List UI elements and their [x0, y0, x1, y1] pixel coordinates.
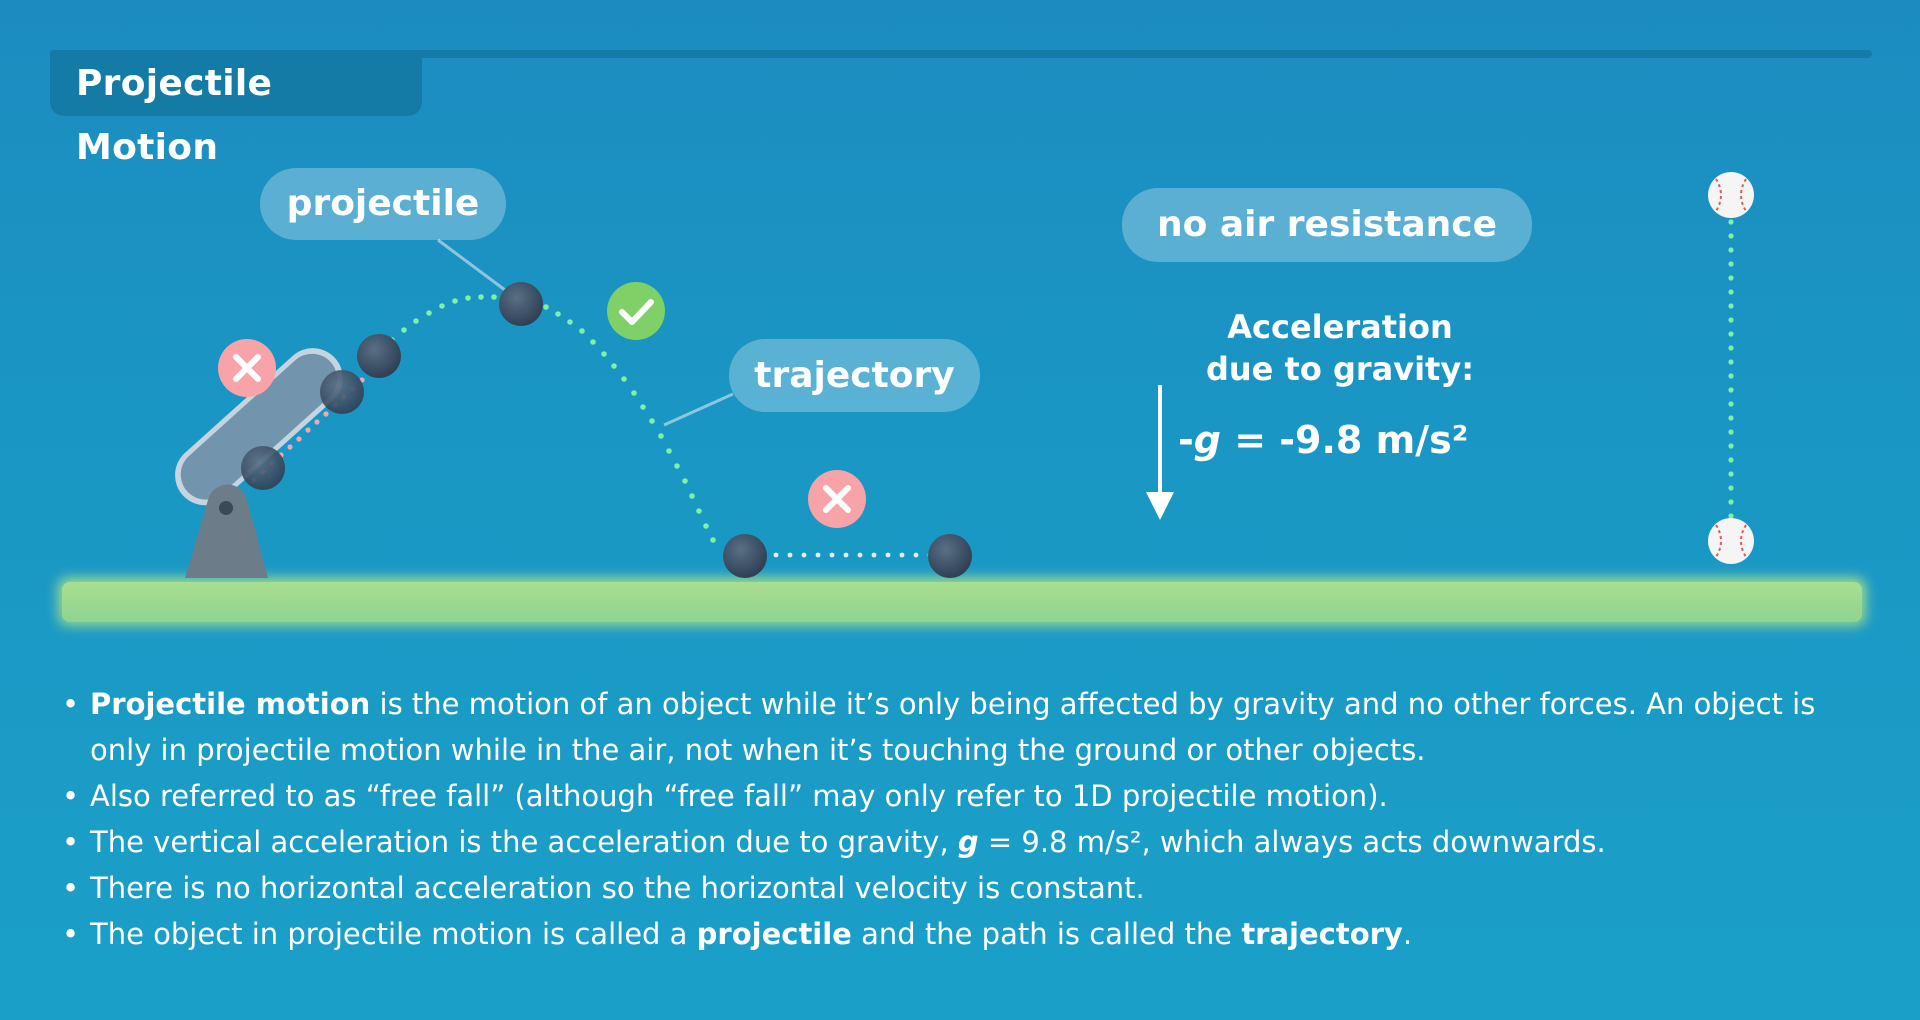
no-air-resistance-label: no air resistance [1122, 188, 1532, 262]
trajectory-path-dots [377, 294, 716, 543]
rolling-ball [928, 534, 972, 578]
note-bold: trajectory [1241, 917, 1403, 951]
cross-icon [808, 470, 866, 528]
baseball-bottom-icon [1708, 518, 1754, 564]
note-text: and the path is called the [851, 917, 1242, 951]
note-text: = 9.8 m/s², which always acts downwards. [978, 825, 1606, 859]
trajectory-label: trajectory [729, 339, 980, 412]
gravity-caption: Acceleration due to gravity: [1160, 306, 1520, 390]
gravity-value: = -9.8 m/s² [1220, 418, 1469, 462]
ball-in-cannon [320, 370, 364, 414]
ball-in-cannon [241, 446, 285, 490]
cannon [175, 348, 343, 578]
note-bold: g [957, 825, 979, 859]
gravity-symbol: g [1193, 418, 1221, 462]
gravity-equation: -g = -9.8 m/s² [1178, 418, 1468, 462]
note-text: . [1402, 917, 1413, 951]
vertical-path-dots [1728, 219, 1734, 519]
note-text: The object in projectile motion is calle… [90, 917, 697, 951]
gravity-caption-line2: due to gravity: [1205, 350, 1474, 388]
gravity-arrow-icon [1146, 385, 1174, 520]
note-item: The vertical acceleration is the acceler… [62, 819, 1882, 865]
note-bold: Projectile motion [90, 687, 371, 721]
note-item: Projectile motion is the motion of an ob… [62, 681, 1882, 773]
projectile-ball [499, 282, 543, 326]
note-text: Also referred to as “free fall” (althoug… [90, 779, 1388, 813]
baseball-top-icon [1708, 172, 1754, 218]
diagram [58, 172, 1866, 626]
page-title: Projectile Motion [50, 52, 422, 168]
note-item: Also referred to as “free fall” (althoug… [62, 773, 1882, 819]
projectile-ball-landed [723, 534, 767, 578]
note-text: There is no horizontal acceleration so t… [90, 871, 1145, 905]
check-icon [607, 282, 665, 340]
trajectory-leader-line [663, 392, 734, 427]
note-bold: projectile [696, 917, 852, 951]
note-text: is the motion of an object while it’s on… [90, 687, 1816, 767]
note-item: The object in projectile motion is calle… [62, 911, 1882, 957]
gravity-caption-line1: Acceleration [1227, 308, 1453, 346]
projectile-leader-line [437, 238, 506, 292]
note-text: The vertical acceleration is the acceler… [90, 825, 958, 859]
cross-icon [218, 339, 276, 397]
rolling-path-dots [773, 552, 933, 558]
title-bar [50, 50, 1872, 58]
note-item: There is no horizontal acceleration so t… [62, 865, 1882, 911]
projectile-label: projectile [260, 168, 506, 240]
notes-list: Projectile motion is the motion of an ob… [62, 681, 1882, 957]
projectile-ball [357, 334, 401, 378]
gravity-sign: - [1178, 418, 1194, 462]
